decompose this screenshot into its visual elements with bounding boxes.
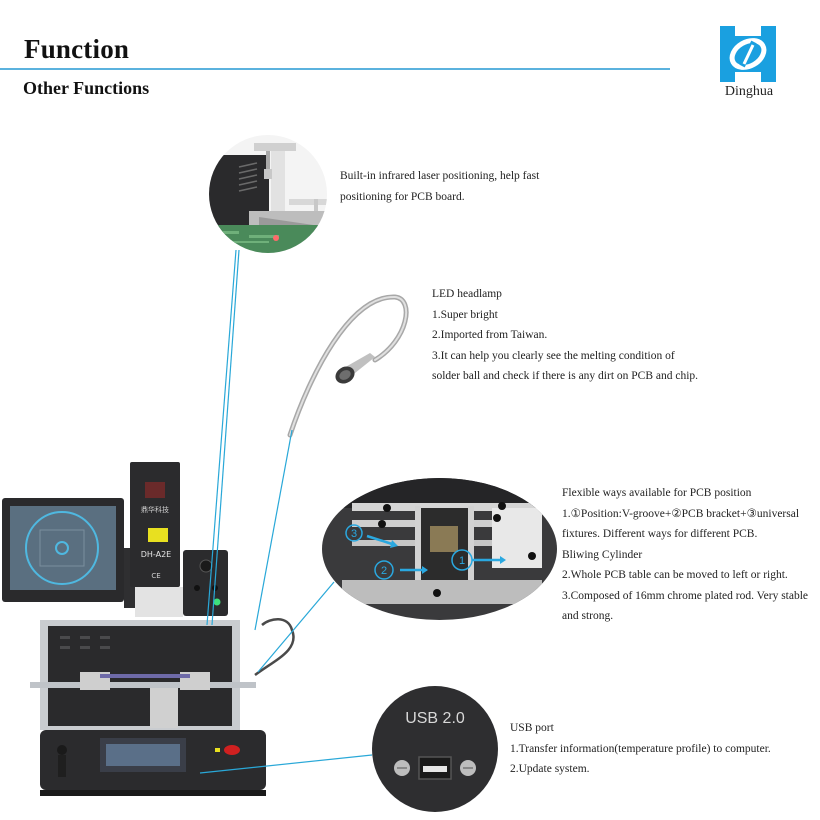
pcb-position-description: Flexible ways available for PCB position…	[562, 483, 808, 627]
laser-line: Built-in infrared laser positioning, hel…	[340, 170, 540, 182]
pcb-line: fixtures. Different ways for different P…	[562, 528, 758, 540]
svg-text:CE: CE	[151, 572, 160, 580]
led-headlamp-image	[287, 294, 409, 438]
svg-text:DH-A2E: DH-A2E	[141, 550, 172, 559]
usb-line: 1.Transfer information(temperature profi…	[510, 742, 771, 755]
pcb-line: 1.①Position:V-groove+②PCB bracket+③unive…	[562, 507, 800, 520]
pcb-line: and strong.	[562, 610, 614, 622]
svg-text:1: 1	[459, 555, 465, 567]
rework-station-machine: 鼎华科技 DH-A2E CE	[0, 450, 300, 820]
usb-port-image: USB 2.0	[372, 686, 498, 812]
usb-description: USB port 1.Transfer information(temperat…	[510, 718, 771, 780]
section-subtitle: Other Functions	[23, 78, 150, 98]
brand-name: Dinghua	[724, 84, 774, 99]
brand-cn-label: 鼎华科技	[141, 505, 169, 514]
headlamp-line: 3.It can help you clearly see the meltin…	[432, 349, 675, 362]
page-title: Function	[24, 34, 130, 64]
svg-text:3: 3	[351, 528, 357, 540]
headlamp-line: 1.Super bright	[432, 308, 498, 321]
pcb-line: 3.Composed of 16mm chrome plated rod. Ve…	[562, 589, 809, 602]
headlamp-line: LED headlamp	[432, 288, 502, 300]
headlamp-description: LED headlamp 1.Super bright 2.Imported f…	[432, 284, 698, 387]
infrared-laser-image	[209, 135, 327, 253]
headlamp-line: solder ball and check if there is any di…	[432, 370, 699, 382]
usb-line: 2.Update system.	[510, 763, 590, 775]
svg-text:2: 2	[381, 565, 387, 577]
usb-line: USB port	[510, 722, 554, 734]
title-divider	[0, 68, 670, 70]
headlamp-line: 2.Imported from Taiwan.	[432, 329, 548, 341]
pcb-line: Bliwing Cylinder	[562, 548, 643, 561]
laser-description: Built-in infrared laser positioning, hel…	[340, 166, 539, 207]
usb-port-label: USB 2.0	[405, 710, 465, 727]
dinghua-logo-icon	[720, 26, 776, 82]
pcb-line: Flexible ways available for PCB position	[562, 487, 752, 499]
pcb-fixture-image: 3 2 1	[322, 478, 557, 620]
pcb-line: 2.Whole PCB table can be moved to left o…	[562, 569, 788, 581]
laser-line: positioning for PCB board.	[340, 190, 465, 203]
